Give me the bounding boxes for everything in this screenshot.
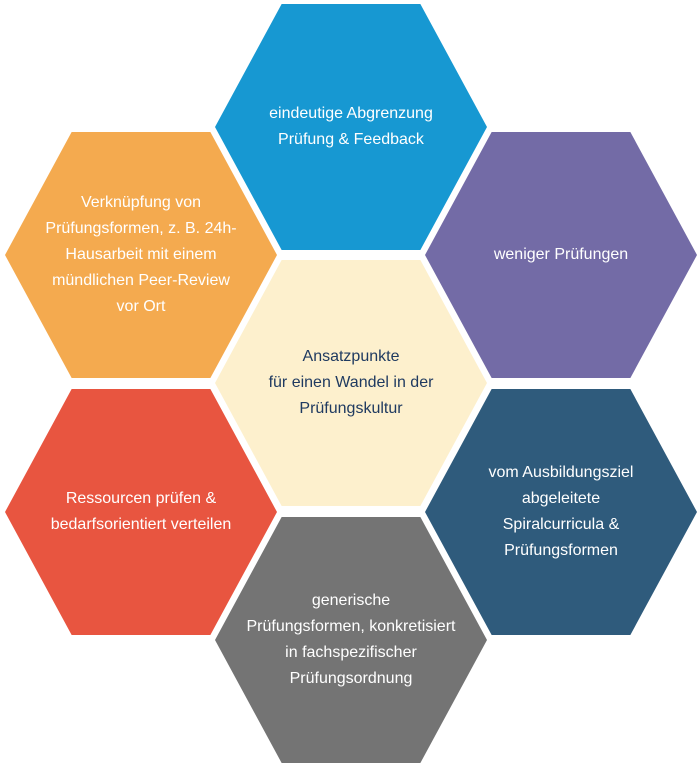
hex-center-topic: Ansatzpunkte für einen Wandel in der Prü…: [215, 260, 487, 506]
hex-label: generische Prüfungsformen, konkretisiert…: [246, 592, 456, 687]
hex-clear-distinction: eindeutige Abgrenzung Prüfung & Feedback: [215, 4, 487, 250]
hex-label: Ansatzpunkte für einen Wandel in der Prü…: [268, 348, 434, 417]
hex-resources: Ressourcen prüfen & bedarfsorientiert ve…: [5, 389, 277, 635]
hex-label: eindeutige Abgrenzung Prüfung & Feedback: [269, 105, 433, 148]
hex-label: weniger Prüfungen: [493, 246, 629, 263]
hex-spiral-curricula: vom Ausbildungsziel abgeleitete Spiralcu…: [425, 389, 697, 635]
hex-fewer-exams: weniger Prüfungen: [425, 132, 697, 378]
hex-linking-exam-forms: Verknüpfung von Prüfungsformen, z. B. 24…: [5, 132, 277, 378]
hex-label: Verknüpfung von Prüfungsformen, z. B. 24…: [45, 194, 237, 315]
hex-generic-exam-forms: generische Prüfungsformen, konkretisiert…: [215, 517, 487, 763]
hex-label: vom Ausbildungsziel abgeleitete Spiralcu…: [488, 464, 634, 559]
hex-label: Ressourcen prüfen & bedarfsorientiert ve…: [50, 490, 232, 533]
